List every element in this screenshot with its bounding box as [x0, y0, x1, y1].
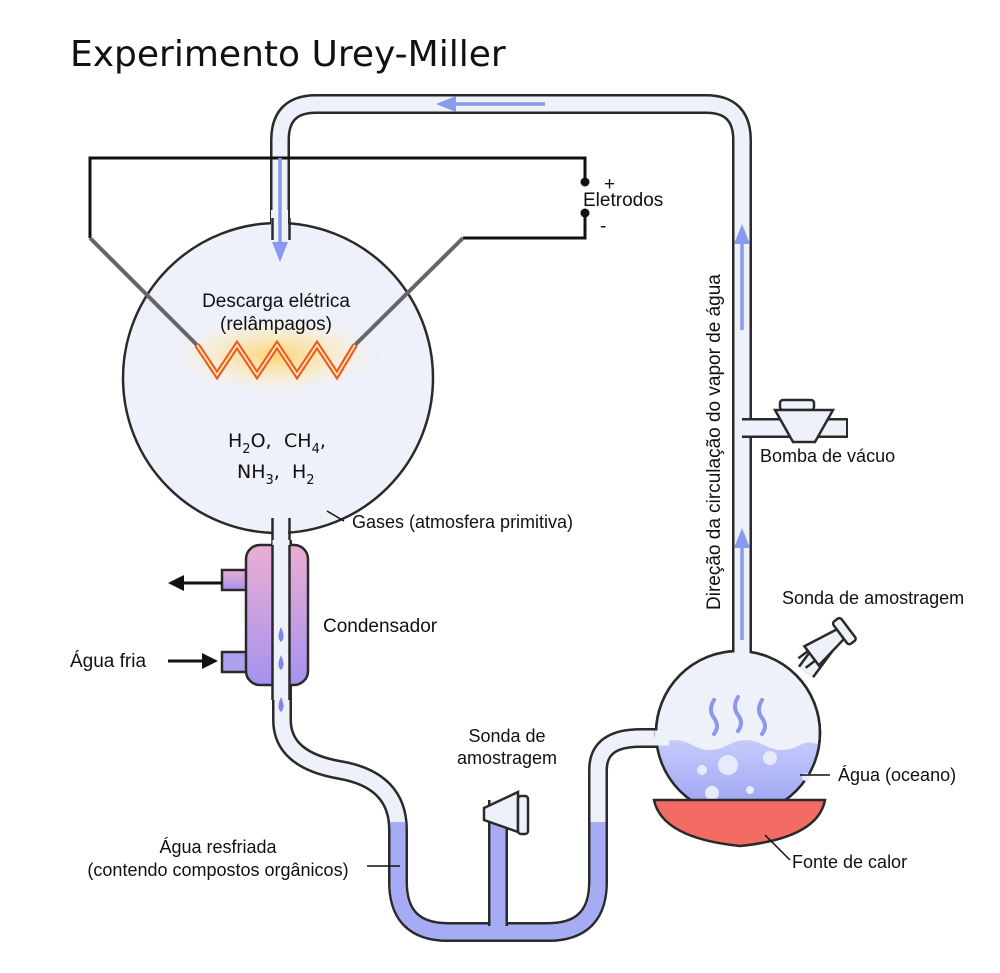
heat-source — [652, 798, 827, 848]
vacuum-valve — [772, 398, 836, 444]
probe-bottom-label-line1: Sonda de — [468, 726, 545, 746]
electrode-plus-label: + — [604, 174, 615, 195]
gases-label: Gases (atmosfera primitiva) — [352, 512, 573, 532]
spark-glow — [170, 317, 380, 393]
probe-right-label: Sonda de amostragem — [782, 588, 964, 608]
discharge-label-line1: Descarga elétrica — [202, 291, 350, 312]
electrode-minus-label: - — [600, 216, 606, 237]
leader-lines — [326, 510, 830, 867]
condenser — [220, 540, 310, 712]
ocean-water-label: Água (oceano) — [838, 765, 956, 785]
ocean-flask — [654, 639, 835, 817]
formula-h2: H2 — [292, 461, 315, 488]
formula-h2o: H2O, — [228, 430, 272, 457]
sampling-probe-bottom — [482, 790, 530, 836]
heat-source-label: Fonte de calor — [792, 852, 907, 872]
formula-ch4: CH4, — [284, 430, 326, 457]
discharge-label-line2: (relâmpagos) — [220, 314, 332, 335]
electrode-wires — [88, 156, 590, 347]
cold-water-label: Água fria — [70, 651, 146, 672]
probe-bottom-label-line2: amostragem — [457, 748, 557, 768]
sampling-probe-right — [797, 616, 857, 669]
cooled-water-label-line2: (contendo compostos orgânicos) — [87, 860, 348, 880]
flow-direction-label: Direção da circulação do vapor de água — [704, 274, 725, 610]
terminal-minus — [580, 208, 590, 218]
cooled-water-label-line1: Água resfriada — [159, 837, 277, 857]
condenser-label: Condensador — [323, 616, 438, 637]
formula-nh3: NH3, — [237, 461, 280, 488]
terminal-plus — [580, 177, 590, 187]
vacuum-pump-label: Bomba de vácuo — [760, 446, 895, 466]
flow-arrows — [272, 96, 750, 640]
page-title: Experimento Urey-Miller — [70, 34, 506, 75]
electrodes-label: Eletrodos — [583, 190, 663, 211]
